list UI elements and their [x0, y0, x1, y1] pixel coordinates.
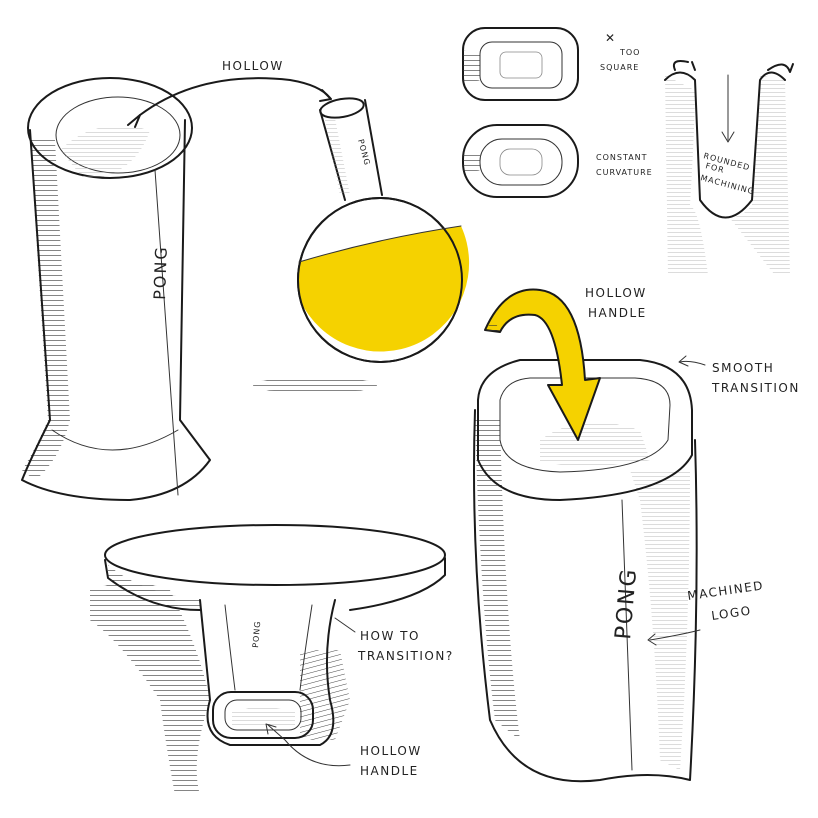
u-right-arrow — [767, 63, 794, 73]
section-square-shade — [463, 50, 480, 85]
section-round-core — [499, 148, 543, 176]
machined-logo-label-2: LOGO — [710, 603, 752, 622]
flat-paddle-handle-opening — [224, 699, 302, 731]
yellow-arrow-tail-shade — [485, 322, 500, 332]
too-square-label-1: TOO — [619, 48, 640, 57]
u-left-arrow — [672, 60, 696, 71]
constant-curvature-label-2: CURVATURE — [596, 168, 653, 177]
hollow-handle-bottom-callout: HOLLOW HANDLE — [265, 723, 422, 778]
smooth-transition-pointer — [679, 360, 706, 366]
hollow-handle-bottom-label-2: HANDLE — [360, 764, 419, 778]
tall-handle-centerline — [621, 499, 633, 771]
cylinder-outline — [21, 119, 211, 501]
paddle-yellow-sketch: PONG — [253, 97, 470, 393]
rounded-label-3: MACHINING — [699, 173, 755, 196]
cylinder-rim-outer — [27, 77, 193, 179]
machined-logo-pointer-head — [647, 633, 657, 646]
too-square-mark-icon: ✕ — [605, 31, 617, 45]
flat-paddle-handle-inner — [224, 604, 313, 691]
cylinder-logo: PONG — [150, 245, 171, 300]
hollow-label: HOLLOW — [222, 59, 284, 73]
u-section-sketch: ROUNDED FOR MACHINING — [664, 60, 794, 275]
section-round-inner — [479, 138, 563, 186]
how-to-transition-label-2: TRANSITION? — [357, 649, 454, 663]
cylinder-shadow — [22, 140, 70, 480]
u-right-wall-shade — [730, 75, 790, 275]
paddle-ground-shadow — [253, 377, 377, 393]
tall-handle-outline — [473, 409, 698, 783]
smooth-transition-callout: SMOOTH TRANSITION — [678, 355, 800, 395]
flat-paddle-handle-hollow — [232, 707, 295, 726]
paddle-yellow-face — [298, 226, 470, 352]
u-center-arrowhead — [721, 131, 735, 143]
section-round-shade — [463, 150, 480, 175]
cross-section-constant-curvature: CONSTANT CURVATURE — [462, 124, 653, 198]
cylinder-hollow-interior — [60, 125, 150, 180]
hollow-handle-bottom-pointer-head — [265, 723, 277, 735]
flat-paddle-blade-top — [104, 524, 446, 586]
hollow-arrowhead-right — [319, 89, 332, 102]
tall-handle-shadow-right — [630, 470, 690, 770]
flat-paddle-shadow-right — [300, 650, 350, 740]
hollow-callout: HOLLOW — [127, 59, 332, 128]
yellow-insertion-arrow — [484, 288, 601, 441]
tall-handle-rim-inner — [499, 377, 671, 473]
hollow-arrowhead-left — [127, 114, 141, 128]
how-to-transition-callout: HOW TO TRANSITION? — [334, 617, 454, 663]
smooth-transition-pointer-head — [678, 355, 689, 367]
flat-paddle-handle — [199, 599, 336, 746]
hollow-handle-bottom-label-1: HOLLOW — [360, 744, 422, 758]
flat-paddle-shadow-left — [90, 582, 210, 795]
paddle-handle-logo: PONG — [356, 138, 372, 167]
paddle-yellow-edge — [298, 225, 462, 263]
smooth-transition-label-1: SMOOTH — [712, 361, 774, 375]
yellow-arrow-body — [484, 288, 601, 441]
tall-handle-rim-outer — [477, 359, 693, 501]
tall-handle-logo: PONG — [611, 567, 642, 641]
u-section-outline — [664, 71, 786, 219]
machined-logo-label-1: MACHINED — [686, 578, 764, 603]
how-to-transition-label-1: HOW TO — [360, 629, 420, 643]
machined-logo-pointer — [649, 629, 701, 641]
cylinder-base-line — [51, 429, 179, 451]
flat-paddle-sketch: PONG — [90, 524, 446, 795]
u-left-wall-shade — [665, 75, 708, 275]
paddle-blade-outline — [297, 197, 463, 363]
hollow-handle-bottom-pointer — [267, 724, 351, 767]
hollow-arrow — [139, 77, 331, 116]
too-square-label-2: SQUARE — [600, 63, 639, 72]
flat-paddle-edge-shade — [108, 565, 200, 610]
cylinder-centerline — [154, 169, 179, 496]
tall-handle-interior — [540, 422, 650, 466]
hollow-handle-right-label-1: HOLLOW — [585, 286, 647, 300]
smooth-transition-label-2: TRANSITION — [711, 381, 800, 395]
flat-paddle-handle-end — [212, 691, 314, 739]
paddle-handle-shade — [325, 118, 350, 195]
cylinder-handle-sketch: PONG — [21, 77, 211, 501]
hollow-handle-right-label-2: HANDLE — [588, 306, 647, 320]
how-to-transition-pointer — [334, 617, 356, 633]
flat-paddle-logo: PONG — [251, 620, 262, 648]
constant-curvature-label-1: CONSTANT — [596, 153, 648, 162]
cylinder-rim-inner — [55, 96, 181, 174]
cross-section-too-square: ✕ TOO SQUARE — [462, 27, 640, 101]
section-square-inner — [479, 41, 563, 89]
tall-handle-shadow-left — [475, 420, 520, 740]
section-square-core — [499, 51, 543, 79]
tall-handle-sketch: PONG — [473, 359, 698, 783]
paddle-handle-opening — [319, 97, 365, 119]
